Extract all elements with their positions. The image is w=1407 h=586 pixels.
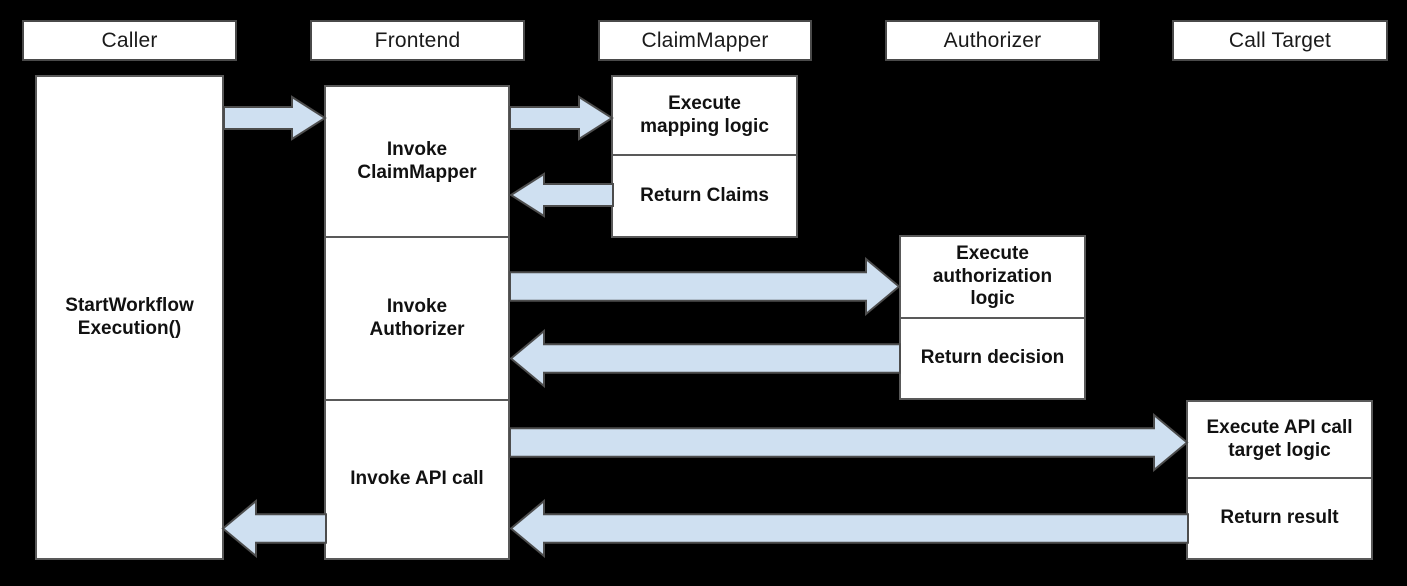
participant-header-frontend[interactable]: Frontend — [310, 20, 525, 61]
activation-box-calltarget-act-2[interactable]: Return result — [1186, 478, 1373, 560]
activation-box-caller-act[interactable]: StartWorkflow Execution() — [35, 75, 224, 560]
message-arrow-frontend-to-claimmapper-request[interactable] — [509, 95, 614, 141]
activation-label: Invoke ClaimMapper — [357, 139, 477, 183]
activation-box-frontend-act-2[interactable]: Invoke Authorizer — [324, 237, 510, 400]
activation-label: Execute authorization logic — [932, 243, 1053, 310]
activation-box-claimmapper-act-1[interactable]: Execute mapping logic — [611, 75, 798, 155]
message-arrow-claimmapper-to-frontend-return[interactable] — [509, 172, 614, 218]
activation-label: Execute mapping logic — [640, 93, 769, 137]
message-arrow-caller-to-frontend-request[interactable] — [223, 95, 327, 141]
activation-label: Return decision — [920, 347, 1065, 369]
arrow-right-icon — [223, 95, 327, 141]
activation-box-frontend-act-1[interactable]: Invoke ClaimMapper — [324, 85, 510, 237]
participant-label: Caller — [101, 29, 158, 52]
arrow-left-icon — [509, 498, 1189, 559]
activation-label: StartWorkflow Execution() — [65, 295, 194, 339]
arrow-left-icon — [509, 328, 901, 389]
participant-label: Call Target — [1228, 29, 1332, 52]
activation-box-authorizer-act-1[interactable]: Execute authorization logic — [899, 235, 1086, 318]
message-arrow-authorizer-to-frontend-return[interactable] — [509, 328, 901, 389]
activation-label: Execute API call target logic — [1206, 417, 1353, 461]
arrow-right-icon — [509, 412, 1189, 473]
participant-header-claimmapper[interactable]: ClaimMapper — [598, 20, 812, 61]
activation-label: Invoke Authorizer — [369, 296, 465, 340]
participant-label: Frontend — [374, 29, 461, 52]
activation-label: Return Claims — [640, 184, 769, 206]
activation-label: Return result — [1220, 507, 1339, 529]
participant-label: ClaimMapper — [641, 29, 769, 52]
message-arrow-frontend-to-authorizer-request[interactable] — [509, 256, 901, 317]
arrow-right-icon — [509, 95, 614, 141]
participant-header-calltarget[interactable]: Call Target — [1172, 20, 1388, 61]
activation-box-authorizer-act-2[interactable]: Return decision — [899, 318, 1086, 400]
participant-header-authorizer[interactable]: Authorizer — [885, 20, 1100, 61]
arrow-left-icon — [509, 172, 614, 218]
arrow-left-icon — [221, 498, 327, 559]
message-arrow-frontend-to-caller-return[interactable] — [221, 498, 327, 559]
arrow-right-icon — [509, 256, 901, 317]
message-arrow-calltarget-to-frontend-return[interactable] — [509, 498, 1189, 559]
message-arrow-frontend-to-calltarget-request[interactable] — [509, 412, 1189, 473]
activation-box-calltarget-act-1[interactable]: Execute API call target logic — [1186, 400, 1373, 478]
activation-box-claimmapper-act-2[interactable]: Return Claims — [611, 155, 798, 238]
activation-label: Invoke API call — [350, 468, 484, 490]
activation-box-frontend-act-3[interactable]: Invoke API call — [324, 400, 510, 560]
participant-header-caller[interactable]: Caller — [22, 20, 237, 61]
participant-label: Authorizer — [943, 29, 1042, 52]
